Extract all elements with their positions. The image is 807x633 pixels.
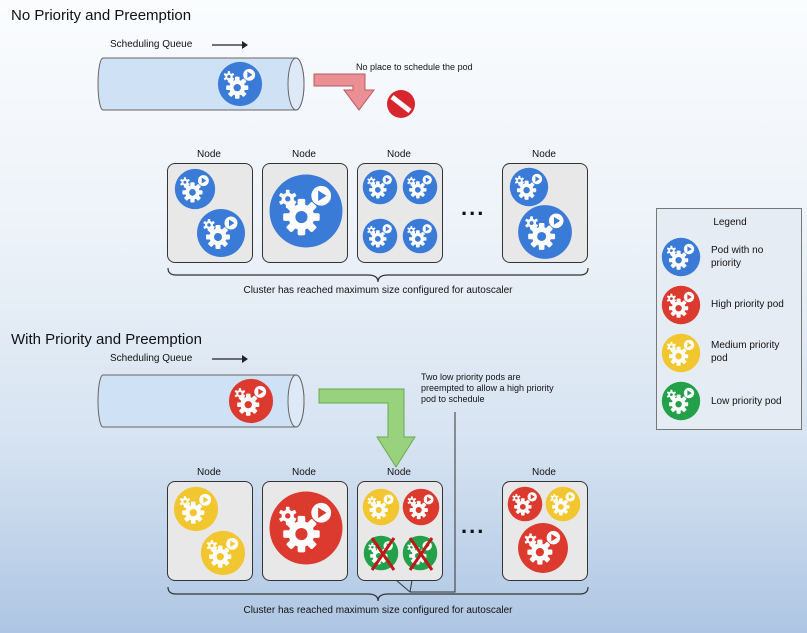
legend-low-priority-label: Low priority pod [711, 396, 782, 407]
bottom-queue-label: Scheduling Queue [110, 353, 193, 364]
bottom-node-label-3: Node [387, 467, 411, 478]
top-section-title: No Priority and Preemption [11, 7, 192, 24]
top-cluster-brace [167, 267, 589, 283]
bottom-section-title: With Priority and Preemption [11, 331, 202, 348]
bottom-node-label-1: Node [197, 467, 221, 478]
pod-icon [402, 218, 438, 254]
top-node-label-2: Node [292, 149, 316, 160]
bottom-node-label-2: Node [292, 467, 316, 478]
pod-icon [545, 486, 581, 522]
top-queue-pod-icon [217, 61, 263, 107]
legend-low-priority-icon [661, 381, 701, 421]
bottom-node-2 [262, 481, 348, 581]
pod-icon [517, 204, 573, 260]
bottom-cluster-caption: Cluster has reached maximum size configu… [243, 605, 513, 616]
pod-icon [362, 169, 398, 205]
pod-icon [507, 486, 543, 522]
bottom-green-arrow [318, 388, 416, 468]
top-cluster-caption: Cluster has reached maximum size configu… [243, 285, 513, 296]
no-place-text: No place to schedule the pod [356, 62, 473, 72]
bottom-node-label-4: Node [532, 467, 556, 478]
legend-medium-priority-icon [661, 333, 701, 373]
top-node-label-4: Node [532, 149, 556, 160]
pod-icon [200, 530, 246, 576]
bottom-node-4 [502, 481, 588, 581]
bottom-node-3 [357, 481, 443, 581]
legend-title: Legend [713, 217, 747, 228]
pod-icon [173, 486, 219, 532]
pod-icon [362, 488, 400, 526]
pod-icon [509, 167, 549, 207]
top-node-1 [167, 163, 253, 263]
preempted-x-icon [370, 537, 434, 571]
bottom-cluster-brace [167, 586, 589, 602]
top-node-4 [502, 163, 588, 263]
no-entry-icon [387, 90, 415, 118]
bottom-node-1 [167, 481, 253, 581]
top-node-3 [357, 163, 443, 263]
legend-no-priority-icon [661, 237, 701, 277]
top-node-label-1: Node [197, 149, 221, 160]
pod-icon [268, 490, 344, 566]
bottom-queue-arrow [212, 355, 248, 363]
legend-high-priority-icon [661, 285, 701, 325]
legend-high-priority-label: High priority pod [711, 299, 784, 310]
legend-box: Legend Pod with no priority High priorit… [656, 208, 802, 430]
top-node-2 [262, 163, 348, 263]
legend-no-priority-label: Pod with no priority [711, 245, 764, 269]
top-ellipsis: ... [461, 195, 486, 220]
pod-icon [517, 522, 569, 574]
top-node-label-3: Node [387, 149, 411, 160]
bottom-queue-pod-icon [228, 378, 274, 424]
bottom-scheduling-queue [97, 374, 305, 428]
preemption-annotation: Two low priority pods are preempted to a… [421, 372, 554, 404]
pod-icon [402, 169, 438, 205]
pod-icon [174, 168, 216, 210]
pod-icon [196, 208, 246, 258]
legend-medium-priority-label: Medium priority pod [711, 340, 780, 364]
bottom-ellipsis: ... [461, 513, 486, 538]
top-queue-label: Scheduling Queue [110, 39, 193, 50]
top-scheduling-queue [97, 57, 305, 111]
pod-icon [362, 218, 398, 254]
pod-icon [402, 488, 440, 526]
pod-icon [268, 173, 344, 249]
top-queue-arrow [212, 41, 248, 49]
top-red-arrow [313, 73, 375, 111]
